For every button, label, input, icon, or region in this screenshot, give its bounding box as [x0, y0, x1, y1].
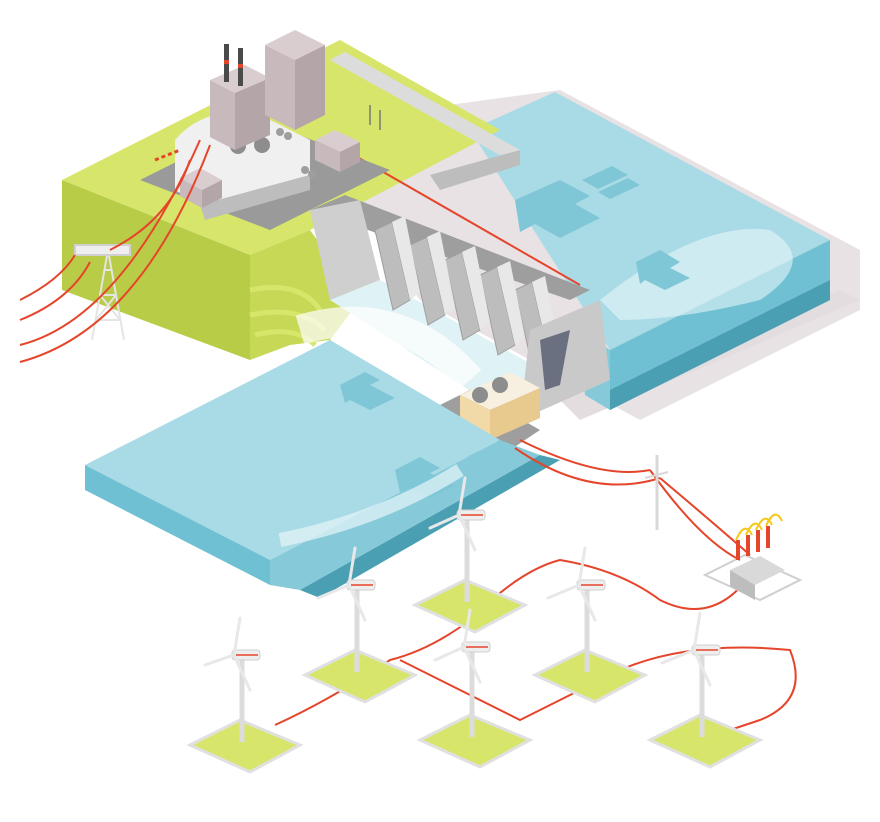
- power-plant: [140, 30, 390, 230]
- turbine-pad: [416, 713, 534, 769]
- turbine-house: [440, 300, 610, 457]
- fan-icon: [472, 387, 488, 403]
- flow-arrow-icon: [340, 372, 395, 410]
- flow-arrow-icon: [515, 180, 600, 238]
- substation: [702, 513, 803, 602]
- fan-icon: [254, 137, 270, 153]
- turbine-pad: [531, 648, 649, 704]
- flow-arrow-icon: [636, 250, 690, 290]
- utility-pole: [644, 455, 669, 530]
- fan-icon: [492, 377, 508, 393]
- transmission-tower: [74, 244, 131, 341]
- turbine-pad: [301, 648, 419, 704]
- turbine-pad: [186, 718, 304, 774]
- turbine-pad: [646, 713, 764, 769]
- penstock: [540, 330, 570, 390]
- turbine-pad: [411, 578, 529, 634]
- wind-turbines: [186, 476, 764, 774]
